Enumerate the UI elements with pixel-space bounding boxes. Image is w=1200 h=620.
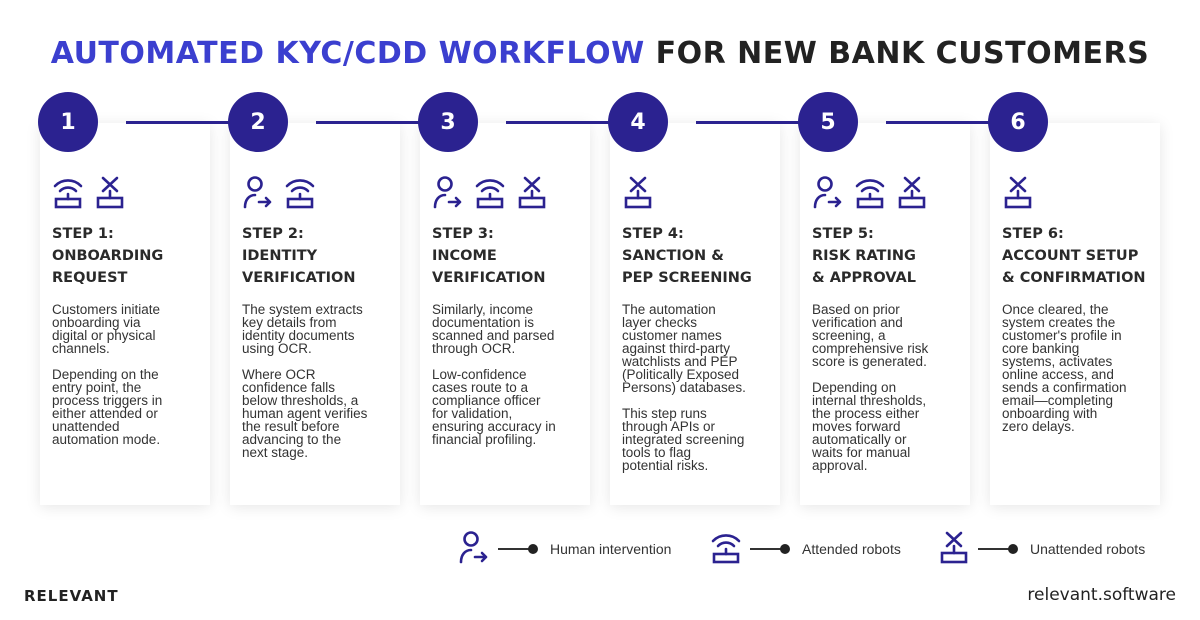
human-icon: [432, 175, 464, 214]
step-card: STEP 5: RISK RATING & APPROVAL Based on …: [800, 123, 970, 505]
legend-label: Unattended robots: [1030, 540, 1146, 557]
legend-item: Human intervention: [458, 530, 671, 567]
step-number: 5: [798, 92, 858, 152]
attended-robot-icon: [474, 175, 506, 214]
step-title: STEP 6: ACCOUNT SETUP & CONFIRMATION: [1002, 226, 1146, 286]
page-title: AUTOMATED KYC/CDD WORKFLOW FOR NEW BANK …: [50, 36, 1150, 71]
unattended-robot-icon: [516, 175, 548, 214]
legend-label: Human intervention: [550, 540, 672, 557]
step-card: STEP 6: ACCOUNT SETUP & CONFIRMATION Onc…: [990, 123, 1160, 505]
step-number: 1: [38, 92, 98, 152]
step-description: The system extracts key details from ide…: [242, 302, 368, 460]
step-number: 4: [608, 92, 668, 152]
legend-item: Unattended robots: [938, 530, 1145, 567]
step-description: Similarly, income documentation is scann…: [432, 302, 556, 447]
unattended-robot-icon: [94, 175, 126, 214]
step-icons: [242, 175, 316, 214]
step-icons: [812, 175, 928, 214]
legend-item: Attended robots: [710, 530, 901, 567]
step-icons: [622, 175, 654, 214]
legend-connector: [498, 543, 538, 554]
step-title: STEP 2: IDENTITY VERIFICATION: [242, 226, 356, 286]
attended-robot-icon: [284, 175, 316, 214]
attended-robot-icon: [710, 530, 742, 567]
step-title: STEP 5: RISK RATING & APPROVAL: [812, 226, 916, 286]
step-description: Based on prior verification and screenin…: [812, 302, 929, 473]
human-icon: [242, 175, 274, 214]
step-description: The automation layer checks customer nam…: [622, 302, 746, 473]
unattended-robot-icon: [896, 175, 928, 214]
site-url: relevant.software: [1027, 585, 1176, 605]
step-card: STEP 4: SANCTION & PEP SCREENING The aut…: [610, 123, 780, 505]
step-card: STEP 1: ONBOARDING REQUEST Customers ini…: [40, 123, 210, 505]
step-number: 2: [228, 92, 288, 152]
step-icons: [52, 175, 126, 214]
step-number: 6: [988, 92, 1048, 152]
step-description: Customers initiate onboarding via digita…: [52, 302, 163, 447]
human-icon: [812, 175, 844, 214]
legend-connector: [750, 543, 790, 554]
legend-connector: [978, 543, 1018, 554]
step-card: STEP 3: INCOME VERIFICATION Similarly, i…: [420, 123, 590, 505]
human-icon: [458, 530, 490, 567]
legend-label: Attended robots: [802, 540, 901, 557]
step-number: 3: [418, 92, 478, 152]
unattended-robot-icon: [1002, 175, 1034, 214]
step-title: STEP 4: SANCTION & PEP SCREENING: [622, 226, 752, 286]
step-icons: [432, 175, 548, 214]
brand-logo: RELEVANT: [24, 587, 119, 605]
unattended-robot-icon: [938, 530, 970, 567]
step-title: STEP 3: INCOME VERIFICATION: [432, 226, 546, 286]
attended-robot-icon: [854, 175, 886, 214]
unattended-robot-icon: [622, 175, 654, 214]
attended-robot-icon: [52, 175, 84, 214]
step-title: STEP 1: ONBOARDING REQUEST: [52, 226, 164, 286]
step-card: STEP 2: IDENTITY VERIFICATION The system…: [230, 123, 400, 505]
step-icons: [1002, 175, 1034, 214]
step-description: Once cleared, the system creates the cus…: [1002, 302, 1127, 434]
